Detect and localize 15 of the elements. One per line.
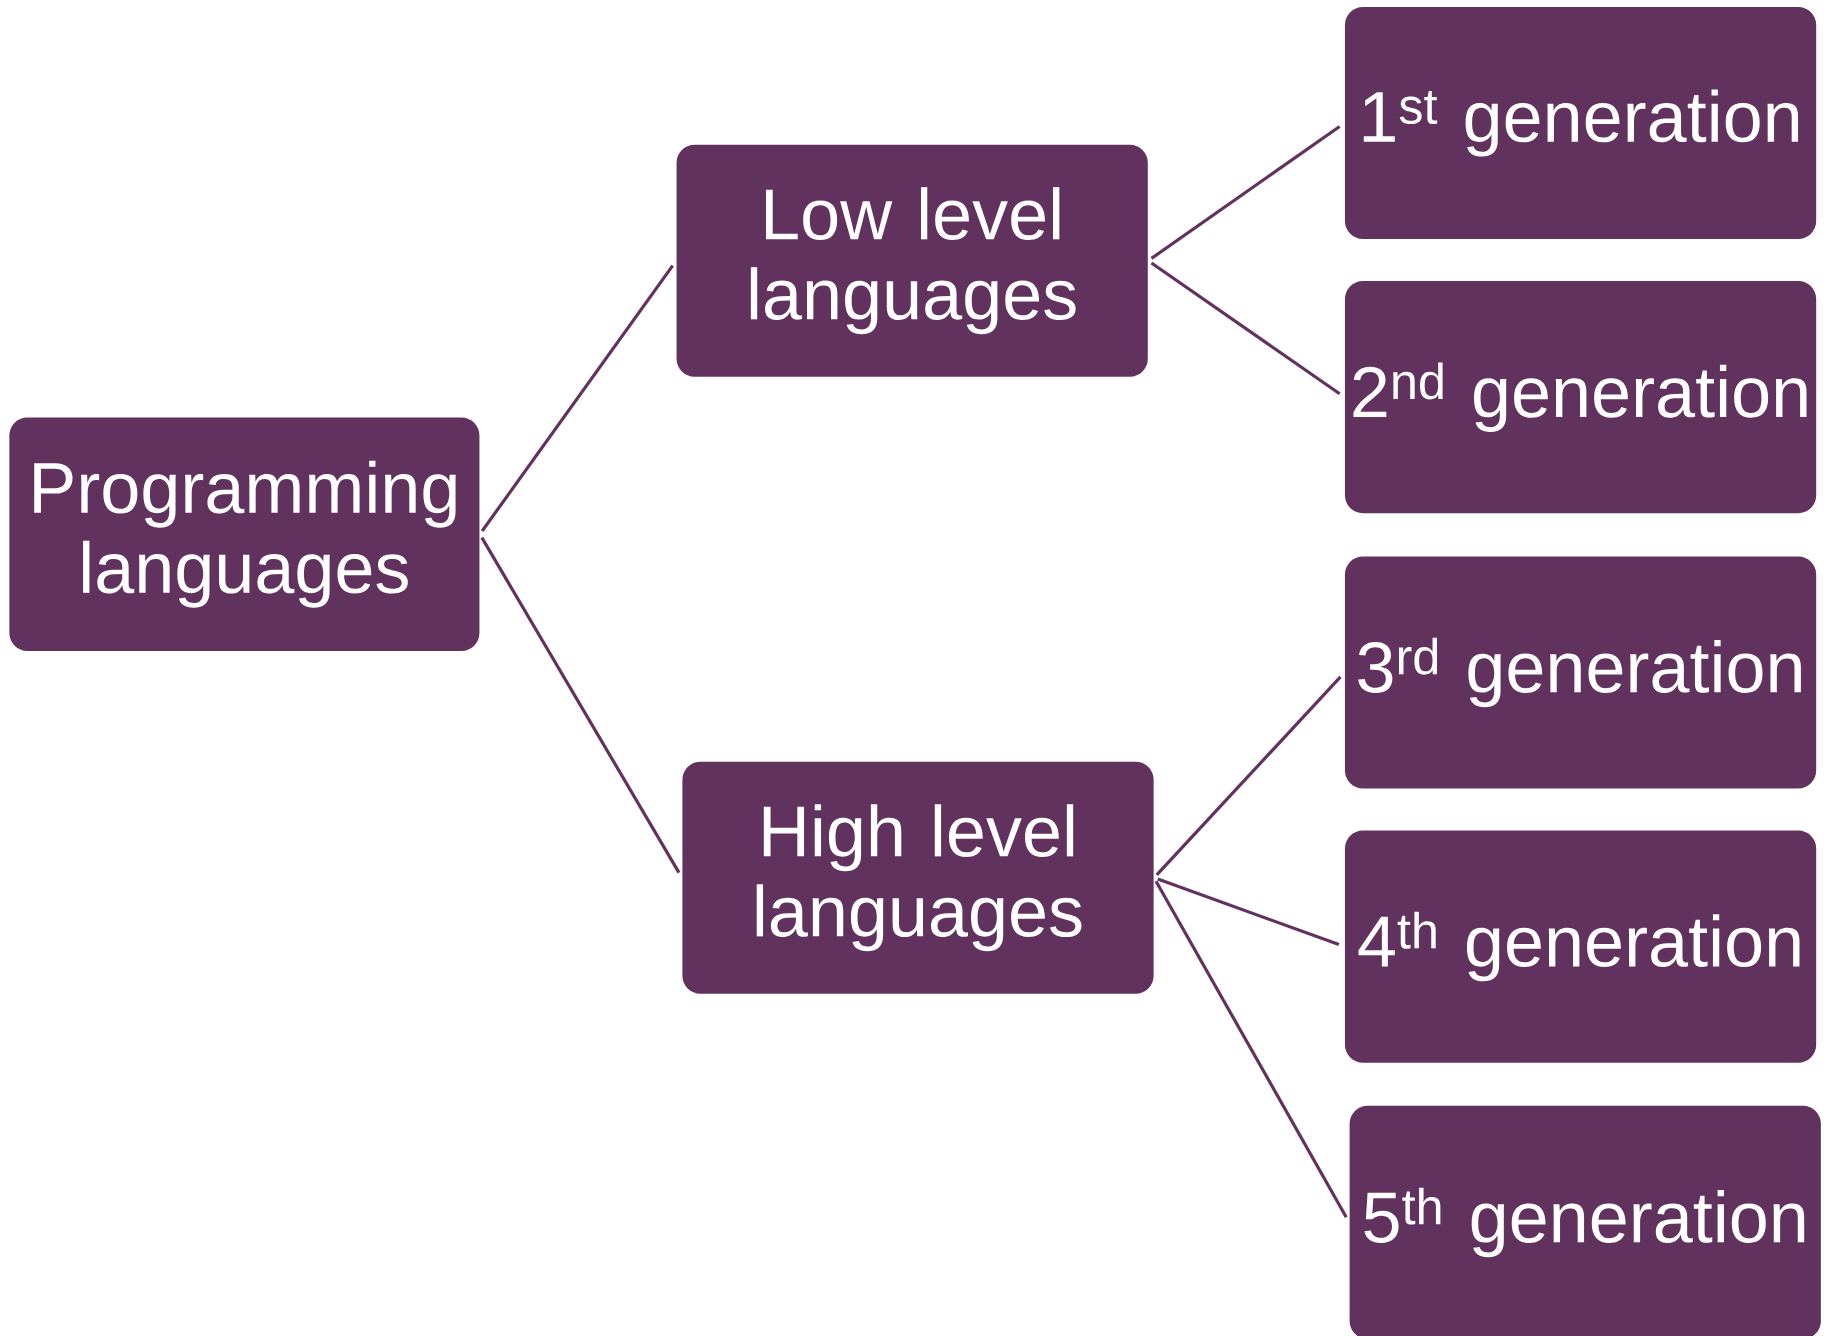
category-box: 2$^{nd}$ generation <box>1344 281 1817 514</box>
category-box: 3$^{rd}$ generation <box>1344 556 1817 789</box>
category-box: Programming languages <box>9 417 480 651</box>
connector-line <box>1155 675 1342 876</box>
connector-line <box>1150 125 1341 260</box>
category-box: Low level languages <box>676 144 1148 377</box>
category-box: 5$^{th}$ generation <box>1349 1105 1821 1336</box>
category-box: 1$^{st}$ generation <box>1344 7 1817 240</box>
category-box: High level languages <box>682 761 1154 994</box>
connector-line <box>1154 880 1348 1218</box>
connector-line <box>1150 261 1341 396</box>
category-box: 4$^{th}$ generation <box>1344 830 1817 1063</box>
connector-line <box>1157 877 1340 947</box>
connector-line <box>480 536 681 874</box>
connector-line <box>480 264 674 532</box>
